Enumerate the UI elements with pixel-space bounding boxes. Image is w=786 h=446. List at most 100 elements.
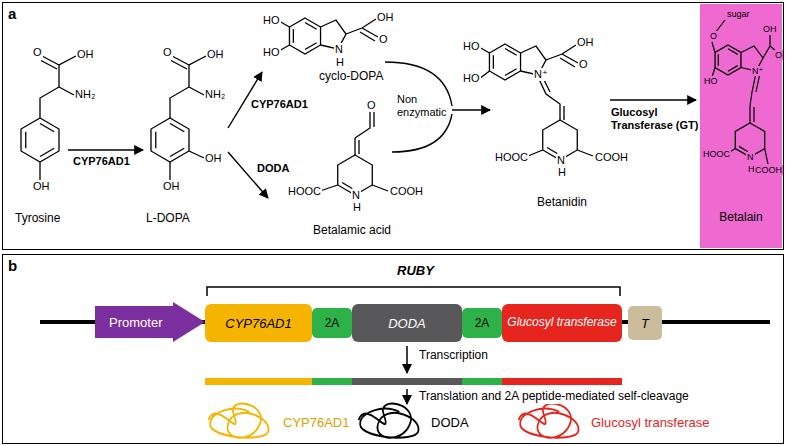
drawing-stroke bbox=[170, 56, 206, 118]
step-label: Transcription bbox=[418, 349, 489, 363]
drawing-stroke bbox=[279, 45, 290, 51]
atom-label: O bbox=[578, 58, 589, 71]
terminator-box: T bbox=[628, 306, 662, 340]
atom-label: H bbox=[557, 166, 567, 179]
reaction-note: Non enzymatic bbox=[396, 93, 448, 118]
drawing-stroke bbox=[462, 378, 502, 385]
drawing-stroke bbox=[169, 162, 170, 180]
atom-label: NH₂ bbox=[204, 88, 226, 101]
atom-label: OH bbox=[162, 180, 181, 193]
atom-label: HOOC bbox=[702, 149, 731, 159]
chemical-structures bbox=[21, 18, 593, 195]
drawing-stroke bbox=[528, 150, 543, 156]
atom-label: O bbox=[32, 46, 43, 59]
gene-construct-art bbox=[40, 287, 770, 438]
compound-name: Tyrosine bbox=[14, 212, 61, 226]
drawing-stroke bbox=[209, 404, 269, 438]
drawing-stroke bbox=[577, 150, 593, 156]
drawing-stroke bbox=[479, 71, 490, 79]
compound-name: cyclo-DOPA bbox=[318, 70, 384, 84]
drawing-stroke bbox=[172, 56, 189, 65]
drawing-stroke bbox=[712, 42, 715, 53]
drawing-stroke bbox=[562, 54, 578, 63]
atom-label: HOOC bbox=[287, 185, 322, 198]
atom-label: N bbox=[556, 154, 566, 167]
enzyme-label: Glucosyl Transferase (GT) bbox=[610, 106, 700, 131]
atom-label: N⁺ bbox=[751, 66, 764, 76]
compound-name: L-DOPA bbox=[145, 212, 191, 226]
drawing-stroke bbox=[372, 185, 388, 191]
drawing-stroke bbox=[712, 20, 777, 164]
drawing-stroke bbox=[355, 111, 370, 138]
atom-label: OH bbox=[576, 36, 595, 49]
drawing-stroke bbox=[289, 18, 320, 54]
drawing-stroke bbox=[352, 378, 462, 385]
node-label: 2A bbox=[325, 316, 340, 330]
node-label: Promoter bbox=[109, 315, 162, 330]
drawing-stroke bbox=[40, 56, 76, 118]
atom-label: O bbox=[774, 50, 783, 60]
reaction-arrows bbox=[68, 62, 696, 198]
atom-label: OH bbox=[376, 11, 395, 24]
drawing-stroke bbox=[39, 162, 40, 180]
gene-box: Glucosyl transferase bbox=[502, 304, 622, 342]
drawing-stroke bbox=[95, 302, 205, 342]
drawing-stroke bbox=[715, 45, 741, 75]
atom-label: O bbox=[366, 99, 377, 112]
atom-label: N bbox=[351, 189, 361, 202]
drawing-stroke bbox=[406, 346, 408, 373]
atom-label: COOH bbox=[754, 165, 783, 175]
protein-label: CYP76AD1 bbox=[282, 416, 350, 431]
drawing-stroke bbox=[228, 152, 268, 198]
atom-label: H bbox=[352, 201, 362, 214]
construct-name: RUBY bbox=[396, 264, 435, 279]
atom-label: N⁺ bbox=[533, 68, 549, 81]
drawing-stroke bbox=[359, 404, 419, 438]
node-label: 2A bbox=[475, 316, 490, 330]
drawing-stroke bbox=[320, 185, 338, 191]
enzyme-label: CYP76AD1 bbox=[72, 155, 131, 168]
atom-label: HO bbox=[703, 76, 719, 86]
node-label: CYP76AD1 bbox=[225, 316, 291, 331]
enzyme-label: CYP76AD1 bbox=[250, 98, 309, 111]
drawing-stroke bbox=[312, 378, 352, 385]
atom-label: sugar bbox=[726, 9, 751, 19]
gene-box: DODA bbox=[352, 304, 462, 342]
drawing-stroke bbox=[373, 112, 374, 127]
panel-letter: a bbox=[8, 5, 16, 22]
drawing-stroke bbox=[41, 61, 57, 70]
compound-name: Betalamic acid bbox=[312, 224, 392, 238]
drawing-stroke bbox=[560, 58, 575, 67]
drawing-stroke bbox=[763, 35, 770, 58]
drawing-stroke bbox=[42, 56, 59, 65]
drawing-stroke bbox=[765, 149, 768, 165]
compound-name: Betanidin bbox=[536, 196, 588, 210]
drawing-stroke bbox=[610, 99, 696, 100]
drawing-stroke bbox=[68, 149, 143, 150]
atom-label: HO bbox=[462, 72, 481, 85]
node-label: T bbox=[641, 316, 649, 331]
drawing-stroke bbox=[385, 62, 452, 106]
drawing-stroke bbox=[452, 109, 490, 110]
protein-label: Glucosyl transferase bbox=[590, 416, 711, 431]
drawing-stroke bbox=[502, 378, 622, 385]
atom-label: HO bbox=[262, 46, 281, 59]
atom-label: O bbox=[162, 46, 173, 59]
drawing-stroke bbox=[346, 19, 376, 34]
drawing-stroke bbox=[279, 21, 290, 27]
atom-label: N bbox=[746, 152, 755, 162]
drawing-stroke bbox=[362, 28, 378, 37]
atom-label: OH bbox=[762, 24, 778, 34]
drawing-stroke bbox=[205, 378, 312, 385]
drawing-stroke bbox=[354, 138, 355, 155]
atom-label: COOH bbox=[594, 151, 629, 164]
drawing-stroke bbox=[189, 87, 204, 95]
atom-label: HOOC bbox=[494, 151, 529, 164]
atom-label: OH bbox=[204, 152, 223, 165]
drawing-stroke bbox=[151, 118, 189, 162]
drawing-stroke bbox=[750, 73, 756, 123]
atom-label: HO bbox=[462, 40, 481, 53]
node-label: Betalain bbox=[700, 210, 782, 224]
